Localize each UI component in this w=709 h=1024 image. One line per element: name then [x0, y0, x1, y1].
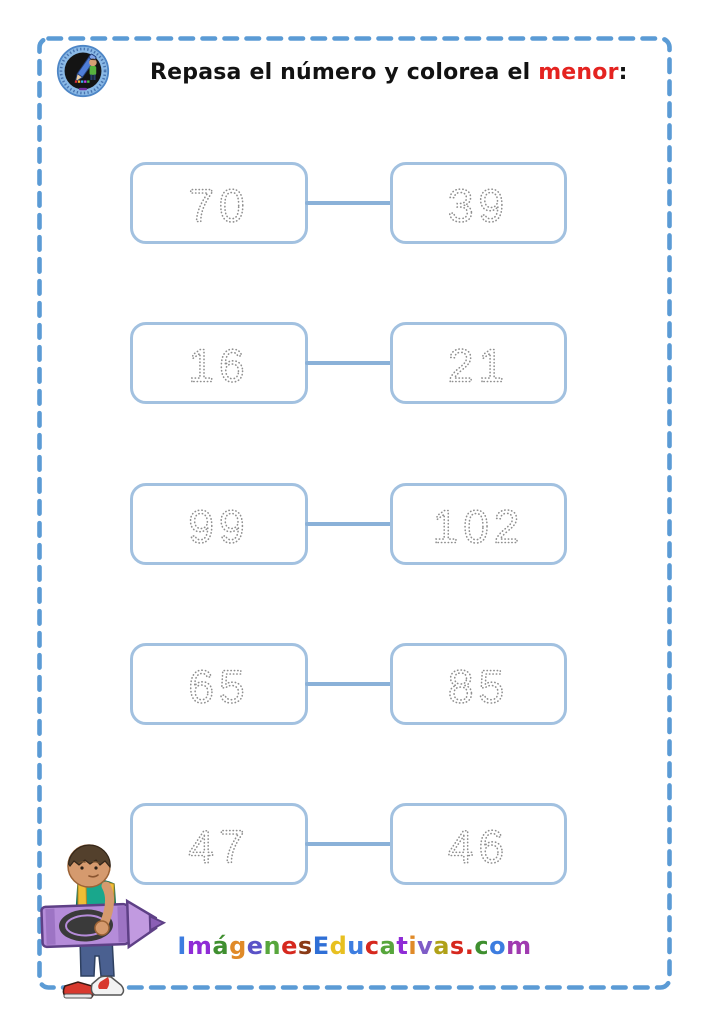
- site-letter: a: [379, 932, 397, 960]
- number-pair-row: 70 39: [0, 162, 709, 244]
- traceable-number: 39: [448, 179, 509, 231]
- logo-kid-figure: [89, 58, 97, 80]
- title-highlight: menor: [538, 60, 619, 85]
- number-box-left[interactable]: 47: [130, 803, 308, 885]
- number-box-right[interactable]: 46: [390, 803, 567, 885]
- site-letter: m: [506, 932, 532, 960]
- connector-line: [305, 842, 392, 846]
- traceable-number: 46: [448, 820, 509, 872]
- site-letter: i: [408, 932, 418, 960]
- title-colon: :: [618, 60, 628, 85]
- site-letter: e: [281, 932, 298, 960]
- site-letter: e: [246, 932, 264, 960]
- traceable-number: 16: [188, 339, 249, 391]
- site-letter: á: [212, 932, 230, 960]
- site-letter: s: [297, 932, 313, 960]
- traceable-number: 102: [433, 500, 525, 552]
- number-box-right[interactable]: 21: [390, 322, 567, 404]
- number-box-left[interactable]: 99: [130, 483, 308, 565]
- number-pair-row: 47 46: [0, 803, 709, 885]
- site-letter: .: [464, 932, 475, 960]
- imagenes-educativas-logo: [56, 44, 110, 98]
- site-letter: g: [229, 932, 247, 960]
- connector-line: [305, 201, 392, 205]
- number-box-left[interactable]: 65: [130, 643, 308, 725]
- connector-line: [305, 361, 392, 365]
- site-letter: c: [474, 932, 490, 960]
- number-box-left[interactable]: 16: [130, 322, 308, 404]
- logo-rainbow-text: [74, 80, 90, 83]
- site-letter: s: [449, 932, 465, 960]
- traceable-number: 21: [448, 339, 509, 391]
- title-text: Repasa el número y colorea el: [150, 60, 539, 85]
- traceable-number: 70: [188, 179, 249, 231]
- site-name: ImágenesEducativas.com: [0, 932, 709, 960]
- site-letter: o: [489, 932, 507, 960]
- number-pair-row: 16 21: [0, 322, 709, 404]
- site-letter: I: [177, 932, 187, 960]
- number-pair-row: 99 102: [0, 483, 709, 565]
- site-letter: E: [312, 932, 330, 960]
- boy-with-crayon-illustration: [40, 844, 166, 999]
- connector-line: [305, 522, 392, 526]
- site-letter: d: [329, 932, 348, 960]
- page-title: Repasa el número y colorea el menor:: [150, 60, 628, 85]
- site-letter: m: [186, 932, 213, 960]
- traceable-number: 85: [448, 660, 509, 712]
- traceable-number: 47: [188, 820, 249, 872]
- site-letter: c: [364, 932, 380, 960]
- site-letter: u: [347, 932, 365, 960]
- traceable-number: 99: [188, 500, 249, 552]
- site-letter: v: [417, 932, 434, 960]
- connector-line: [305, 682, 392, 686]
- number-box-left[interactable]: 70: [130, 162, 308, 244]
- number-box-right[interactable]: 39: [390, 162, 567, 244]
- site-letter: a: [433, 932, 450, 960]
- number-pair-row: 65 85: [0, 643, 709, 725]
- number-box-right[interactable]: 102: [390, 483, 567, 565]
- site-letter: t: [396, 932, 409, 960]
- number-box-right[interactable]: 85: [390, 643, 567, 725]
- traceable-number: 65: [188, 660, 249, 712]
- site-letter: n: [263, 932, 282, 960]
